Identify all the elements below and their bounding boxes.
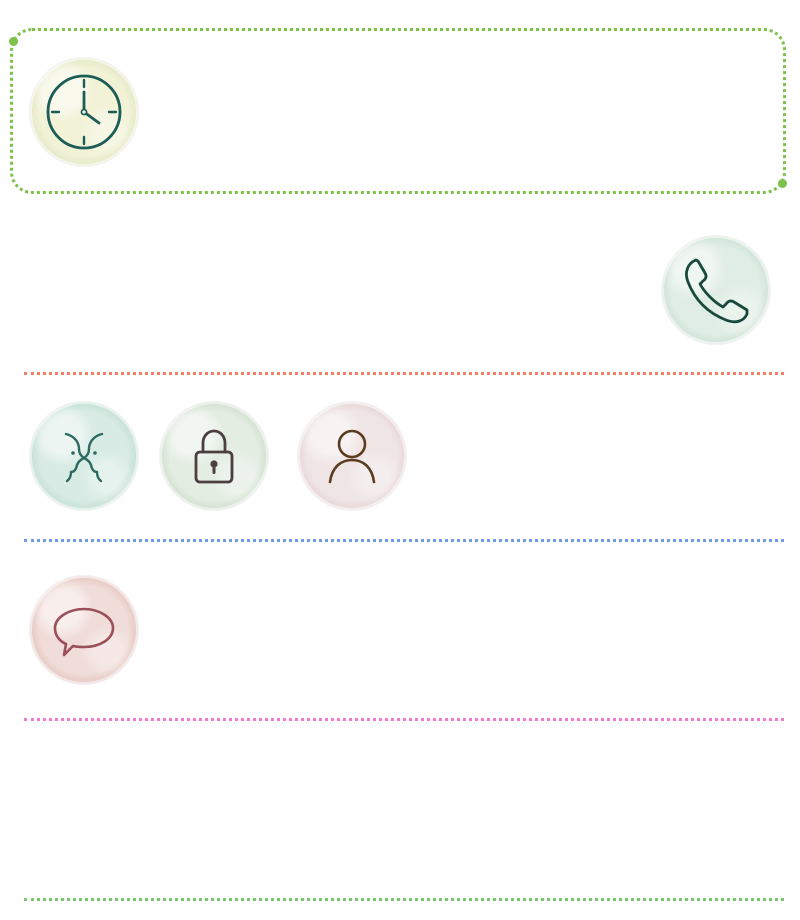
divider-3 <box>24 718 784 721</box>
lock-icon <box>194 429 234 484</box>
speech-bubble-badge[interactable] <box>30 576 138 684</box>
face-to-face-badge[interactable] <box>30 402 138 510</box>
user-badge[interactable] <box>298 402 406 510</box>
clock-badge[interactable] <box>30 58 138 166</box>
speech-bubble-icon <box>53 607 115 657</box>
divider-4 <box>24 898 784 901</box>
divider-2 <box>24 539 784 542</box>
divider-1 <box>24 372 784 375</box>
user-icon <box>328 429 376 484</box>
lock-badge[interactable] <box>160 402 268 510</box>
clock-icon <box>46 74 122 150</box>
phone-badge[interactable] <box>662 236 770 344</box>
header-frame <box>9 28 787 194</box>
face-to-face-icon <box>64 432 104 483</box>
phone-icon <box>685 258 749 324</box>
